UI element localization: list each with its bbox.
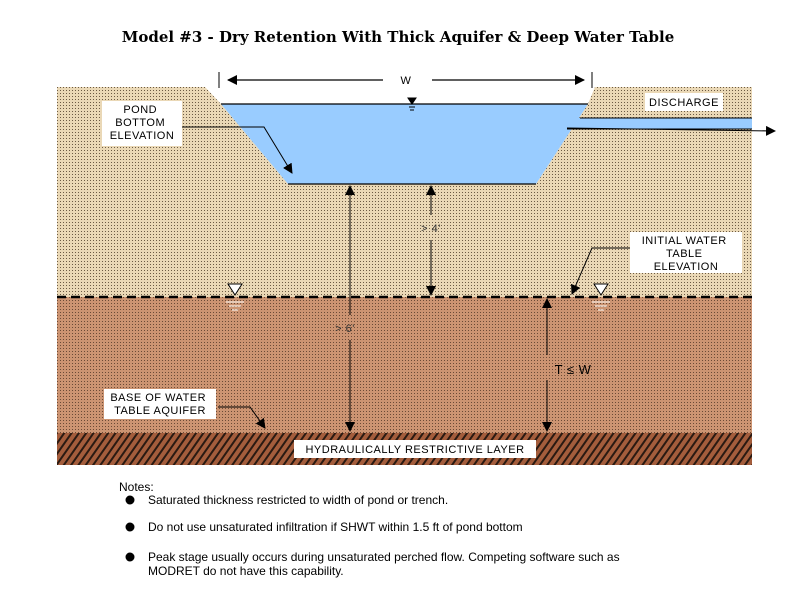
note-item: Do not use unsaturated infiltration if S…	[125, 520, 523, 534]
svg-text:Do not use unsaturated infiltr: Do not use unsaturated infiltration if S…	[148, 520, 523, 534]
water-table-symbol-icon	[226, 283, 244, 311]
pond-water	[221, 104, 588, 184]
base-aquifer-label: BASE OF WATER TABLE AQUIFER	[110, 392, 209, 417]
dim-thickness-label: T ≤ W	[555, 362, 592, 377]
water-surface-icon	[407, 97, 417, 111]
discharge-label: DISCHARGE	[649, 97, 719, 109]
bullet-3-icon	[125, 552, 135, 562]
restrictive-layer-label: HYDRAULICALLY RESTRICTIVE LAYER	[305, 444, 524, 456]
pond-bottom-label: POND BOTTOM ELEVATION	[110, 104, 175, 142]
initial-water-table-label: INITIAL WATER TABLE ELEVATION	[642, 235, 731, 273]
water-table-symbol-icon	[592, 283, 610, 311]
svg-text:Peak stage usually occurs duri: Peak stage usually occurs during unsatur…	[148, 550, 620, 564]
unsaturated-soil	[57, 87, 752, 297]
svg-text:MODRET do not have this capabi: MODRET do not have this capability.	[148, 564, 344, 578]
note-item: Saturated thickness restricted to width …	[125, 493, 448, 507]
notes-heading: Notes:	[119, 480, 154, 494]
bullet-1-icon	[125, 495, 135, 505]
bullet-2-icon	[125, 522, 135, 532]
width-label: W	[401, 75, 412, 87]
dim-6ft-label: > 6'	[335, 323, 355, 335]
discharge-pipe	[567, 118, 752, 129]
note-item: Peak stage usually occurs during unsatur…	[125, 550, 620, 578]
diagram-title: Model #3 - Dry Retention With Thick Aqui…	[122, 28, 675, 46]
dim-4ft-label: > 4'	[421, 223, 441, 235]
discharge-arrow	[566, 125, 776, 136]
svg-text:Saturated thickness restricted: Saturated thickness restricted to width …	[148, 493, 448, 507]
